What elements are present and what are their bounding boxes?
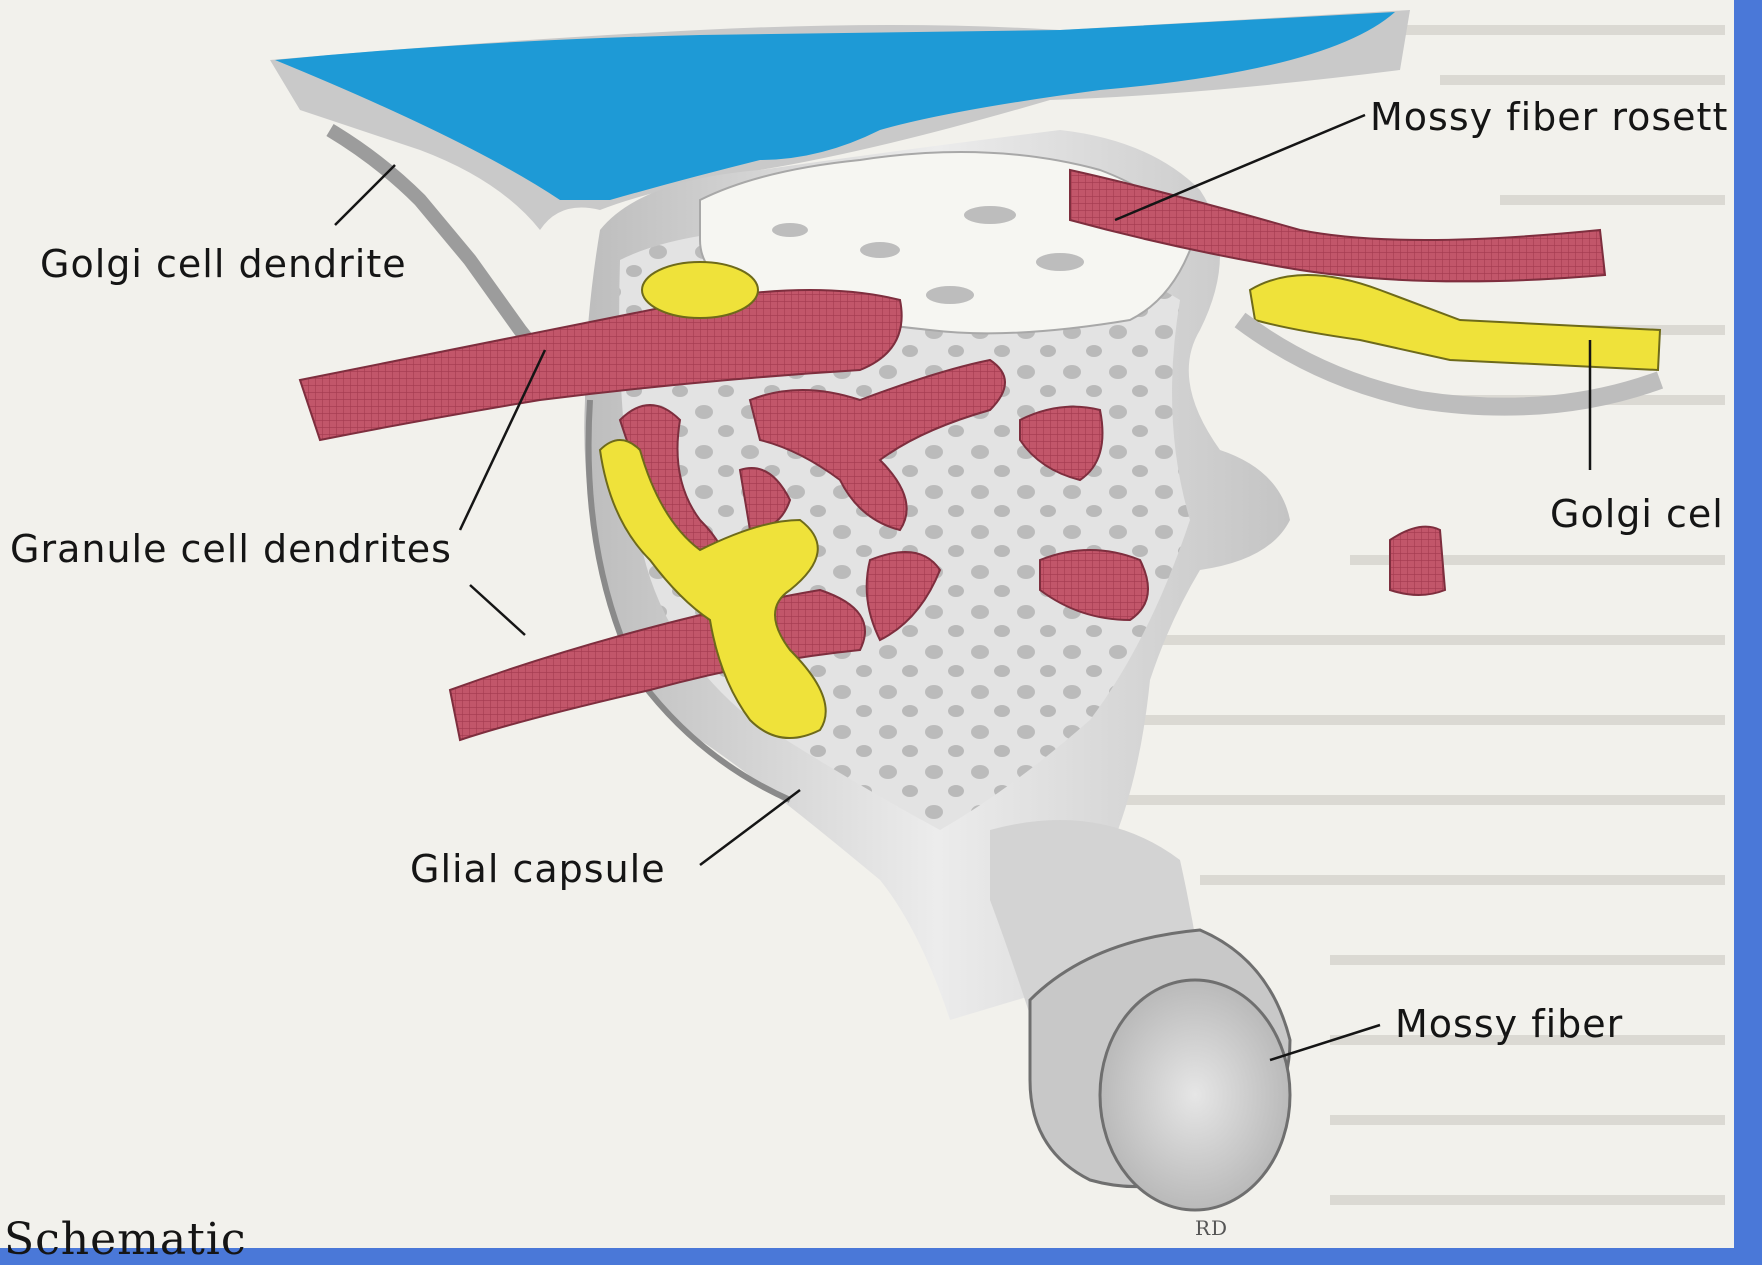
- label-mossy-fiber: Mossy fiber: [1395, 1005, 1623, 1043]
- caption-fragment: Schematic: [4, 1218, 247, 1262]
- label-golgi-cell-axon: Golgi cel: [1550, 495, 1724, 533]
- label-golgi-cell-dendrite: Golgi cell dendrite: [40, 245, 407, 283]
- artist-initials: RD: [1195, 1218, 1228, 1238]
- label-mossy-fiber-rosette: Mossy fiber rosett: [1370, 98, 1728, 136]
- mossy-fiber-end: [1100, 980, 1290, 1210]
- label-glial-capsule: Glial capsule: [410, 850, 666, 888]
- golgi-axon-cross-section: [642, 262, 758, 318]
- label-granule-cell-dendrites: Granule cell dendrites: [10, 530, 452, 568]
